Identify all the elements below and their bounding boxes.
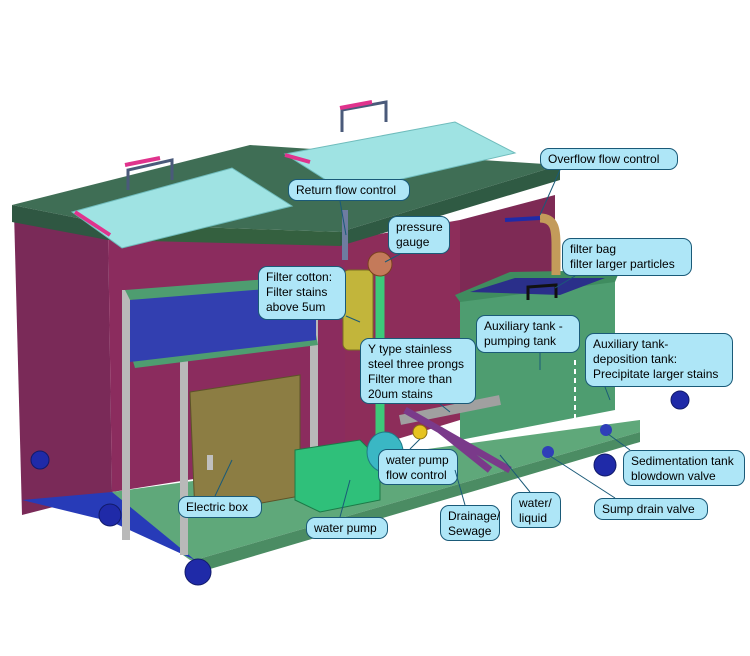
pointer-pump-flow bbox=[410, 439, 420, 449]
pointer-deposition-tank bbox=[605, 387, 610, 400]
pointer-filter-cotton bbox=[346, 316, 360, 322]
pointer-filter-bag bbox=[555, 276, 575, 288]
pointer-pressure-gauge bbox=[385, 254, 400, 262]
pointer-return-flow bbox=[340, 201, 346, 235]
pointer-drainage bbox=[455, 470, 465, 505]
pointer-electric-box bbox=[215, 460, 232, 496]
pointer-sump-drain bbox=[550, 456, 615, 498]
pointer-water-pump bbox=[340, 480, 350, 517]
pointer-water-liquid bbox=[500, 455, 530, 492]
pointer-blowdown bbox=[608, 434, 630, 450]
pointer-y-filter bbox=[440, 404, 450, 412]
pointer-overflow bbox=[540, 170, 560, 215]
